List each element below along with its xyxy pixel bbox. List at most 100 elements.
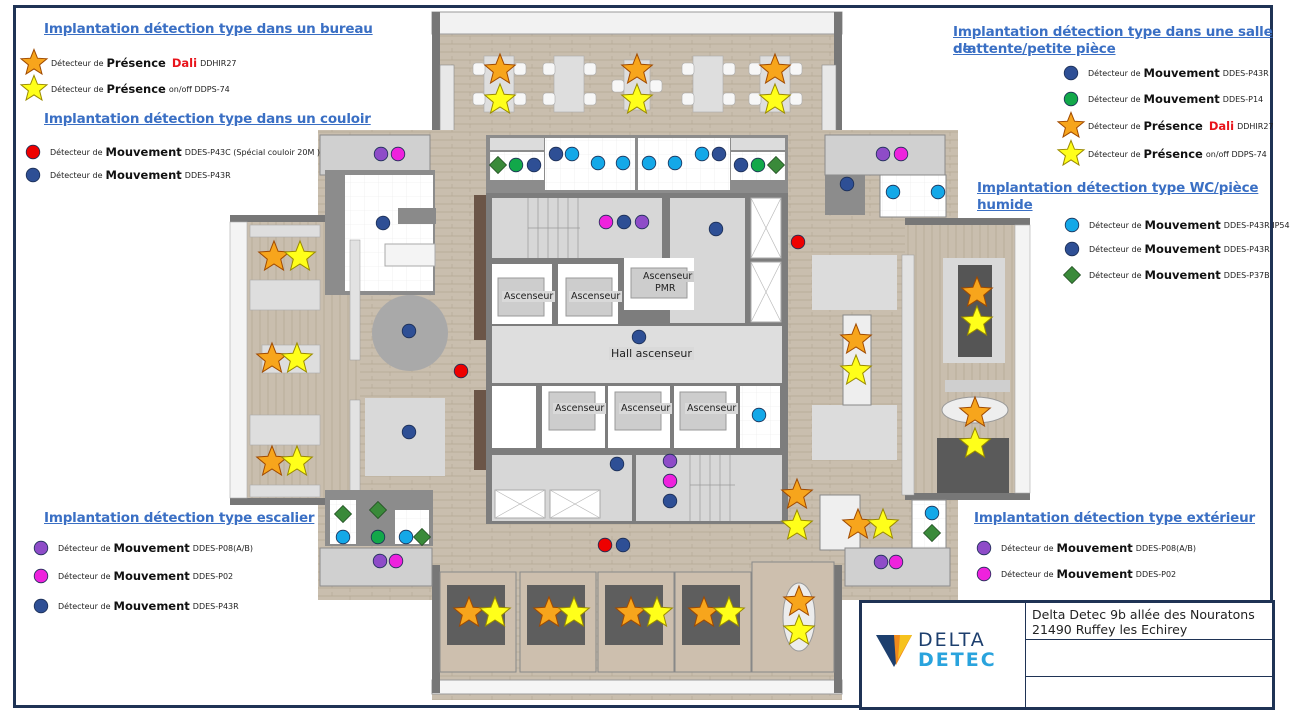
presence-onoff-detector-icon (478, 595, 512, 628)
presence-dali-detector-icon (839, 322, 873, 355)
legend-symbol (976, 566, 992, 582)
legend-symbol (1063, 65, 1079, 81)
legend-model: DDES-P08(A/B) (192, 543, 254, 553)
motion-detector-magenta-icon (33, 568, 49, 584)
presence-dali-detector-icon (960, 275, 994, 308)
presence-onoff-detector-icon (712, 595, 746, 628)
motion-detector-red-icon (790, 234, 806, 250)
motion-detector-cyan-icon (751, 407, 767, 423)
presence-dali-detector-icon (958, 395, 992, 428)
legend-keyword: Mouvement (1144, 242, 1221, 256)
legend-prefix: Détecteur de (1088, 94, 1141, 104)
motion-detector-navy-icon (711, 146, 727, 162)
motion-detector-p37b-icon (1062, 265, 1082, 285)
presence-onoff-detector-icon (960, 304, 994, 337)
motion-detector-navy-icon (548, 146, 564, 162)
presence-dali-detector-icon (452, 595, 486, 628)
legend-model: DDHIR27 (200, 58, 237, 68)
motion-detector-magenta-icon (598, 214, 614, 230)
motion-detector-cyan-icon (590, 155, 606, 171)
motion-detector-navy-icon (25, 167, 41, 183)
legend-prefix: Détecteur de (1001, 543, 1054, 553)
elevator-label: Ascenseur (685, 403, 739, 414)
legend-symbol (19, 48, 49, 76)
motion-detector-navy-icon (662, 493, 678, 509)
legend-title-escalier: Implantation détection type escalier (44, 510, 315, 526)
legend-keyword: Mouvement (1143, 92, 1220, 106)
motion-detector-navy-icon (733, 157, 749, 173)
legend-prefix: Détecteur de (51, 58, 104, 68)
desks-left (249, 224, 321, 498)
legend-prefix: Détecteur de (50, 170, 103, 180)
legend-model: on/off DDPS-74 (168, 84, 230, 94)
motion-detector-green-icon (1063, 91, 1079, 107)
legend-prefix: Détecteur de (1088, 68, 1141, 78)
presence-dali-detector-icon (255, 341, 289, 374)
elevator-label: Ascenseur (553, 403, 607, 414)
title-block: DELTA DETEC Delta Detec 9b allée des Nou… (859, 600, 1275, 710)
motion-detector-cyan-icon (641, 155, 657, 171)
legend-keyword: Présence (106, 82, 166, 96)
presence-dali-detector-icon (782, 584, 816, 617)
motion-detector-navy-icon (401, 323, 417, 339)
legend-symbol (33, 568, 49, 584)
company-logo: DELTA DETEC (862, 603, 1026, 707)
legend-symbol (25, 167, 41, 183)
legend-keyword: Mouvement (113, 541, 190, 555)
presence-onoff-detector-icon (866, 507, 900, 540)
motion-detector-cyan-icon (615, 155, 631, 171)
motion-detector-p37b-icon (922, 523, 942, 543)
address-line-1: Delta Detec 9b allée des Nouratons (1032, 607, 1255, 622)
legend-model: DDES-P43R (192, 601, 239, 611)
legend-keyword: Présence (1143, 119, 1203, 133)
presence-onoff-detector-icon (640, 595, 674, 628)
title-block-row-2 (1026, 640, 1272, 677)
presence-onoff-detector-icon (620, 82, 654, 115)
presence-onoff-detector-icon (280, 341, 314, 374)
presence-onoff-detector-icon (557, 595, 591, 628)
presence-onoff-detector-icon (483, 82, 517, 115)
motion-detector-p37b-icon (412, 527, 432, 547)
motion-detector-navy-icon (375, 215, 391, 231)
motion-detector-green-icon (370, 529, 386, 545)
legend-dali-tag: Dali (1208, 119, 1235, 133)
legend-keyword: Mouvement (113, 599, 190, 613)
legend-title-exterieur: Implantation détection type extérieur (974, 510, 1255, 526)
presence-dali-detector-icon (483, 52, 517, 85)
legend-prefix: Détecteur de (51, 84, 104, 94)
motion-detector-green-icon (508, 157, 524, 173)
legend-title-wc: Implantation détection type WC/pièce hum… (977, 180, 1259, 213)
bottom-offices (439, 561, 835, 673)
motion-detector-red-icon (597, 537, 613, 553)
motion-detector-red-icon (25, 144, 41, 160)
motion-detector-purple-icon (33, 540, 49, 556)
motion-detector-navy-icon (526, 157, 542, 173)
presence-onoff-detector-icon (958, 426, 992, 459)
legend-symbol (33, 598, 49, 614)
legend-title-salle-attente: Implantation détection type dans une sal… (953, 24, 1273, 57)
hall-label: Hall ascenseur (609, 347, 694, 360)
address-cell: Delta Detec 9b allée des Nouratons 21490… (1026, 603, 1272, 640)
legend-prefix: Détecteur de (1088, 121, 1141, 131)
legend-prefix: Détecteur de (58, 571, 111, 581)
motion-detector-navy-icon (1063, 65, 1079, 81)
legend-symbol (1064, 241, 1080, 257)
presence-dali-detector-icon (780, 477, 814, 510)
title-block-row-3 (1026, 677, 1272, 707)
motion-detector-purple-icon (372, 553, 388, 569)
motion-detector-cyan-icon (885, 184, 901, 200)
legend-model: DDES-P43R (1222, 68, 1269, 78)
legend-keyword: Présence (106, 56, 166, 70)
motion-detector-cyan-icon (335, 529, 351, 545)
legend-symbol (1056, 139, 1086, 167)
presence-dali-detector-icon (1056, 111, 1086, 139)
legend-model: DDES-P43R IP54 (1223, 220, 1290, 230)
delta-logo-icon (876, 635, 912, 667)
